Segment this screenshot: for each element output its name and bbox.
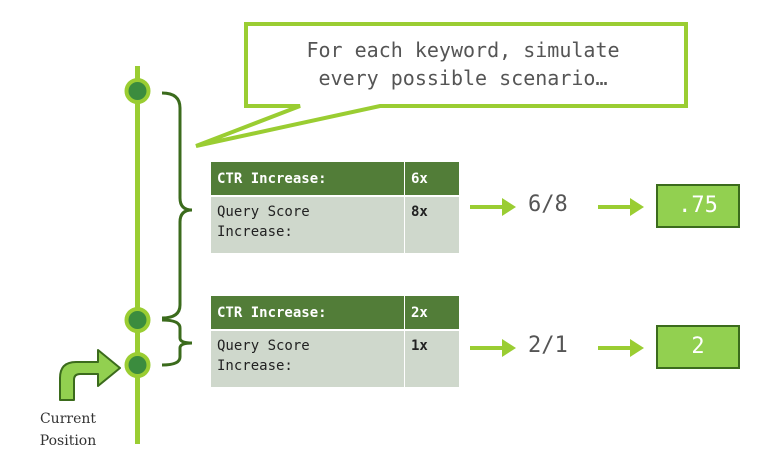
brace-scenario-1	[161, 91, 193, 320]
arrow-table2-to-ratio	[470, 339, 516, 357]
arrow-ratio1-to-result	[598, 198, 644, 216]
result-box-1: .75	[656, 184, 740, 228]
callout-line-2: every possible scenario…	[318, 66, 608, 90]
ctr-value: 6x	[411, 171, 428, 187]
ctr-label: CTR Increase:	[211, 296, 405, 329]
callout-bubble	[195, 22, 688, 148]
ctr-label: CTR Increase:	[211, 162, 405, 195]
timeline-node-mid	[124, 307, 151, 333]
current-position-arrow-icon	[59, 349, 121, 401]
query-score-row: Query Score Increase: 8x	[211, 197, 459, 253]
ctr-row: CTR Increase: 2x	[211, 296, 459, 329]
callout-line-1: For each keyword, simulate	[306, 38, 620, 62]
ctr-row: CTR Increase: 6x	[211, 162, 459, 195]
query-score-label: Query Score Increase:	[211, 331, 405, 387]
result-box-2: 2	[656, 325, 740, 369]
ratio-2: 2/1	[528, 333, 568, 358]
query-score-value: 8x	[411, 204, 428, 220]
scenario-table-1: CTR Increase: 6x Query Score Increase: 8…	[211, 162, 459, 253]
callout-text: For each keyword, simulate every possibl…	[250, 36, 676, 92]
timeline-node-top	[124, 78, 151, 104]
arrow-table1-to-ratio	[470, 198, 516, 216]
current-position-label: Current Position	[39, 411, 97, 449]
timeline-node-current	[124, 352, 151, 378]
ctr-value: 2x	[411, 305, 428, 321]
brace-scenario-2	[161, 318, 193, 367]
query-score-row: Query Score Increase: 1x	[211, 331, 459, 387]
timeline-line	[135, 66, 140, 444]
query-score-value: 1x	[411, 338, 428, 354]
query-score-label: Query Score Increase:	[211, 197, 405, 253]
ratio-1: 6/8	[528, 192, 568, 217]
arrow-ratio2-to-result	[598, 339, 644, 357]
scenario-table-2: CTR Increase: 2x Query Score Increase: 1…	[211, 296, 459, 387]
